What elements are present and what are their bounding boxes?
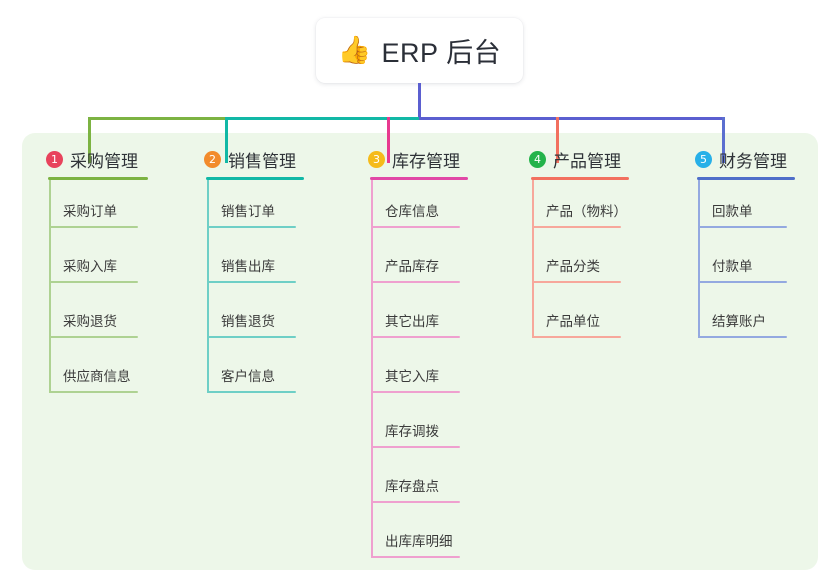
leaf-item-rule bbox=[207, 281, 296, 283]
column-4: 4 产品管理 bbox=[529, 146, 621, 172]
leaf-item-label[interactable]: 销售退货 bbox=[221, 314, 275, 329]
root-node-label: ERP 后台 bbox=[381, 38, 502, 68]
column-title-2: 销售管理 bbox=[228, 151, 296, 171]
column-title-3: 库存管理 bbox=[392, 151, 460, 171]
leaf-item-label[interactable]: 产品（物料） bbox=[546, 204, 627, 219]
leaf-item-rule bbox=[371, 281, 460, 283]
column-5: 5 财务管理 bbox=[695, 146, 787, 172]
leaf-item-rule bbox=[49, 391, 138, 393]
bus-segment-teal bbox=[225, 117, 421, 120]
leaf-item-rule bbox=[49, 281, 138, 283]
diagram-panel bbox=[22, 133, 818, 570]
leaf-item-label[interactable]: 采购入库 bbox=[63, 259, 117, 274]
leaf-item-rule bbox=[698, 281, 787, 283]
column-header-1[interactable]: 1 采购管理 bbox=[46, 146, 138, 172]
column-spine-1 bbox=[49, 180, 51, 393]
leaf-item-rule bbox=[532, 336, 621, 338]
column-badge-2: 2 bbox=[204, 150, 221, 168]
leaf-item-rule bbox=[207, 226, 296, 228]
column-header-2[interactable]: 2 销售管理 bbox=[204, 146, 296, 172]
leaf-item-label[interactable]: 仓库信息 bbox=[385, 204, 439, 219]
leaf-item-label[interactable]: 产品库存 bbox=[385, 259, 439, 274]
leaf-item-rule bbox=[207, 336, 296, 338]
column-2: 2 销售管理 bbox=[204, 146, 296, 172]
leaf-item-rule bbox=[698, 336, 787, 338]
leaf-item-label[interactable]: 其它出库 bbox=[385, 314, 439, 329]
column-title-5: 财务管理 bbox=[719, 151, 787, 171]
column-header-rule-2 bbox=[206, 177, 304, 180]
leaf-item-rule bbox=[49, 226, 138, 228]
leaf-item-label[interactable]: 结算账户 bbox=[712, 314, 766, 329]
root-node-card[interactable]: 👍 ERP 后台 bbox=[316, 18, 523, 83]
leaf-item-rule bbox=[371, 446, 460, 448]
column-badge-3: 3 bbox=[368, 150, 385, 168]
leaf-item-label[interactable]: 库存盘点 bbox=[385, 479, 439, 494]
drop-line-4 bbox=[556, 117, 559, 163]
leaf-item-rule bbox=[371, 556, 460, 558]
leaf-item-rule bbox=[49, 336, 138, 338]
drop-line-1 bbox=[88, 117, 91, 163]
column-title-4: 产品管理 bbox=[553, 151, 621, 171]
leaf-item-rule bbox=[698, 226, 787, 228]
column-badge-1: 1 bbox=[46, 150, 63, 168]
drop-line-3 bbox=[387, 117, 390, 163]
column-spine-2 bbox=[207, 180, 209, 393]
column-header-rule-1 bbox=[48, 177, 148, 180]
bus-segment-blue bbox=[419, 117, 725, 120]
column-spine-4 bbox=[532, 180, 534, 338]
column-3: 3 库存管理 bbox=[368, 146, 460, 172]
leaf-item-label[interactable]: 库存调拨 bbox=[385, 424, 439, 439]
bus-segment-green bbox=[88, 117, 227, 120]
leaf-item-label[interactable]: 回款单 bbox=[712, 204, 753, 219]
column-badge-5: 5 bbox=[695, 150, 712, 168]
column-1: 1 采购管理 bbox=[46, 146, 138, 172]
column-header-rule-4 bbox=[531, 177, 629, 180]
column-header-rule-5 bbox=[697, 177, 795, 180]
column-spine-5 bbox=[698, 180, 700, 338]
leaf-item-rule bbox=[532, 281, 621, 283]
leaf-item-label[interactable]: 供应商信息 bbox=[63, 369, 131, 384]
leaf-item-rule bbox=[371, 391, 460, 393]
leaf-item-label[interactable]: 其它入库 bbox=[385, 369, 439, 384]
leaf-item-rule bbox=[371, 336, 460, 338]
column-spine-3 bbox=[371, 180, 373, 558]
thumbs-up-icon: 👍 bbox=[337, 35, 372, 66]
root-stem-line bbox=[418, 83, 421, 120]
column-title-1: 采购管理 bbox=[70, 151, 138, 171]
leaf-item-rule bbox=[207, 391, 296, 393]
leaf-item-label[interactable]: 客户信息 bbox=[221, 369, 275, 384]
leaf-item-label[interactable]: 销售订单 bbox=[221, 204, 275, 219]
column-header-5[interactable]: 5 财务管理 bbox=[695, 146, 787, 172]
drop-line-5 bbox=[722, 117, 725, 163]
column-badge-4: 4 bbox=[529, 150, 546, 168]
leaf-item-label[interactable]: 产品分类 bbox=[546, 259, 600, 274]
leaf-item-label[interactable]: 销售出库 bbox=[221, 259, 275, 274]
leaf-item-rule bbox=[371, 501, 460, 503]
column-header-3[interactable]: 3 库存管理 bbox=[368, 146, 460, 172]
leaf-item-rule bbox=[371, 226, 460, 228]
leaf-item-label[interactable]: 付款单 bbox=[712, 259, 753, 274]
leaf-item-label[interactable]: 采购退货 bbox=[63, 314, 117, 329]
drop-line-2 bbox=[225, 117, 228, 163]
leaf-item-rule bbox=[532, 226, 621, 228]
leaf-item-label[interactable]: 出库库明细 bbox=[385, 534, 453, 549]
leaf-item-label[interactable]: 产品单位 bbox=[546, 314, 600, 329]
leaf-item-label[interactable]: 采购订单 bbox=[63, 204, 117, 219]
column-header-rule-3 bbox=[370, 177, 468, 180]
column-header-4[interactable]: 4 产品管理 bbox=[529, 146, 621, 172]
